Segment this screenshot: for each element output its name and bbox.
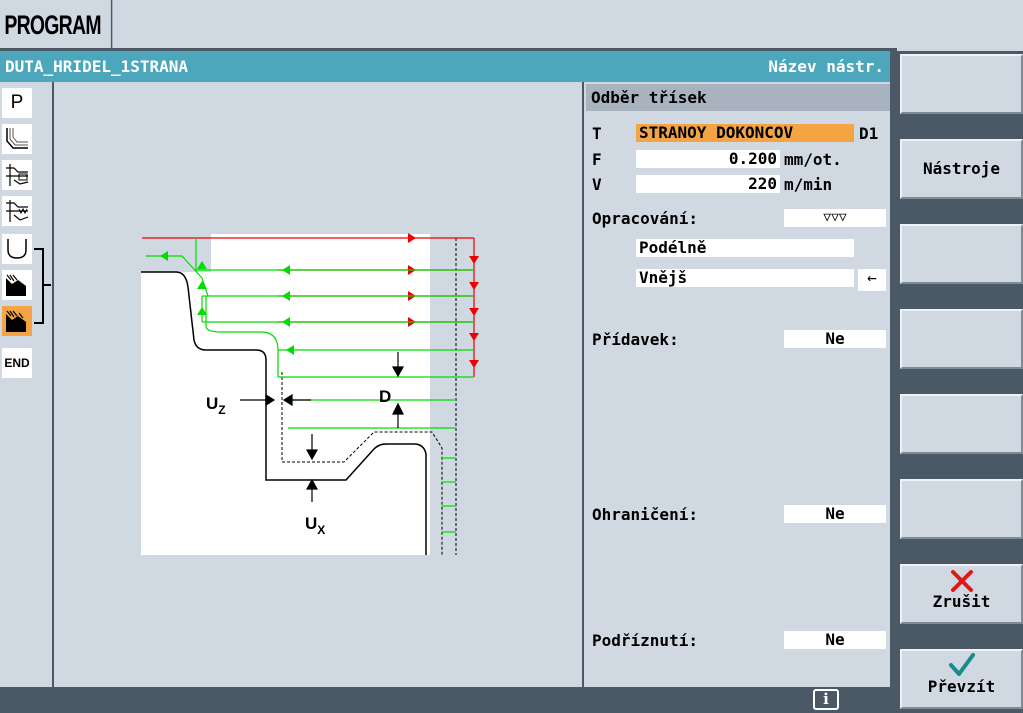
machining-type-field[interactable]: ▽▽▽	[784, 209, 886, 227]
parameter-panel: Odběr třísek T STRANOY DOKONCOV D1 F 0.2…	[586, 82, 890, 687]
group-bracket-tick	[44, 284, 51, 286]
position-arrow-field[interactable]: ←	[858, 269, 886, 291]
checkmark-icon	[948, 653, 975, 676]
dimension-ux	[305, 434, 319, 502]
feed-field[interactable]: 0.200	[636, 150, 780, 168]
cancel-button[interactable]: Zrušit	[900, 564, 1023, 624]
group-bracket	[34, 248, 44, 324]
softkey-6[interactable]	[900, 479, 1023, 539]
label-d: D	[379, 387, 391, 406]
stock-removal-button[interactable]	[2, 270, 32, 300]
limit-label: Ohraničení:	[592, 505, 698, 524]
program-end-label: END	[4, 356, 30, 370]
contour-step-icon	[6, 128, 28, 149]
softkey-3[interactable]	[900, 224, 1023, 284]
cycle-title: Odběr třísek	[586, 84, 890, 111]
drilling-cycle-button[interactable]	[2, 124, 32, 154]
vertical-softkey-bar: Nástroje Zrušit Převzít	[890, 51, 1023, 713]
v-label: V	[592, 175, 602, 194]
cancel-button-label: Zrušit	[932, 592, 991, 611]
cancel-icon	[950, 570, 973, 592]
turning-tool-icon	[6, 164, 29, 186]
label-uz: UZ	[206, 394, 226, 417]
tools-button-label: Nástroje	[922, 159, 1001, 178]
speed-field[interactable]: 220	[636, 175, 780, 193]
t-label: T	[592, 124, 602, 143]
program-header-button[interactable]: P	[2, 88, 32, 118]
softkey-4[interactable]	[900, 309, 1023, 369]
allowance-field[interactable]: Ne	[784, 330, 886, 348]
allowance-label: Přídavek:	[592, 330, 679, 349]
program-header-label: P	[10, 92, 24, 113]
stock-removal-rest-button[interactable]	[2, 306, 32, 336]
turning-cycle-button[interactable]	[2, 160, 32, 190]
help-graphic: UZ D UX	[56, 82, 584, 687]
program-end-button[interactable]: END	[2, 348, 32, 378]
stock-removal-rest-icon	[6, 310, 26, 332]
machining-label: Opracování:	[592, 209, 698, 228]
contour-button[interactable]	[2, 234, 32, 264]
speed-unit: m/min	[784, 175, 833, 194]
tool-name-field[interactable]: STRANOY DOKONCOV	[636, 124, 854, 142]
feed-path	[146, 238, 474, 533]
f-label: F	[592, 150, 602, 169]
workpiece-contour	[141, 271, 427, 555]
direction-field[interactable]: Podélně	[636, 239, 854, 257]
softkey-5[interactable]	[900, 394, 1023, 454]
dimension-uz	[240, 393, 311, 407]
field-hint: Název nástr.	[768, 57, 884, 76]
header-divider	[0, 48, 897, 51]
position-field[interactable]: Vnějš	[636, 269, 854, 287]
title-bar: DUTA_HRIDEL_1STRANA Název nástr.	[0, 51, 890, 82]
limit-field[interactable]: Ne	[784, 505, 886, 523]
accept-button[interactable]: Převzít	[900, 649, 1023, 709]
dimension-d	[391, 352, 405, 428]
d-number-label: D1	[859, 124, 879, 143]
cycle-toolbar: P END	[0, 82, 54, 687]
status-bar: i	[0, 687, 890, 713]
tools-button[interactable]: Nástroje	[900, 139, 1023, 199]
program-name: DUTA_HRIDEL_1STRANA	[5, 57, 189, 76]
mode-label: PROGRAM	[0, 0, 113, 50]
info-icon[interactable]: i	[813, 689, 839, 710]
accept-button-label: Převzít	[927, 677, 996, 696]
feed-unit: mm/ot.	[784, 150, 842, 169]
thread-icon	[6, 200, 29, 222]
feed-arrows	[160, 251, 294, 355]
thread-cycle-button[interactable]	[2, 196, 32, 226]
softkey-1[interactable]	[900, 54, 1023, 114]
stock-removal-icon	[6, 274, 26, 296]
undercut-field[interactable]: Ne	[784, 631, 886, 649]
undercut-label: Podříznutí:	[592, 631, 698, 650]
drawing-area	[141, 234, 430, 555]
finish-contour-dashed	[281, 238, 457, 555]
top-bar: PROGRAM	[0, 0, 1023, 51]
contour-icon	[7, 239, 27, 259]
label-ux: UX	[305, 514, 325, 537]
stock-removal-diagram: UZ D UX	[141, 233, 479, 555]
